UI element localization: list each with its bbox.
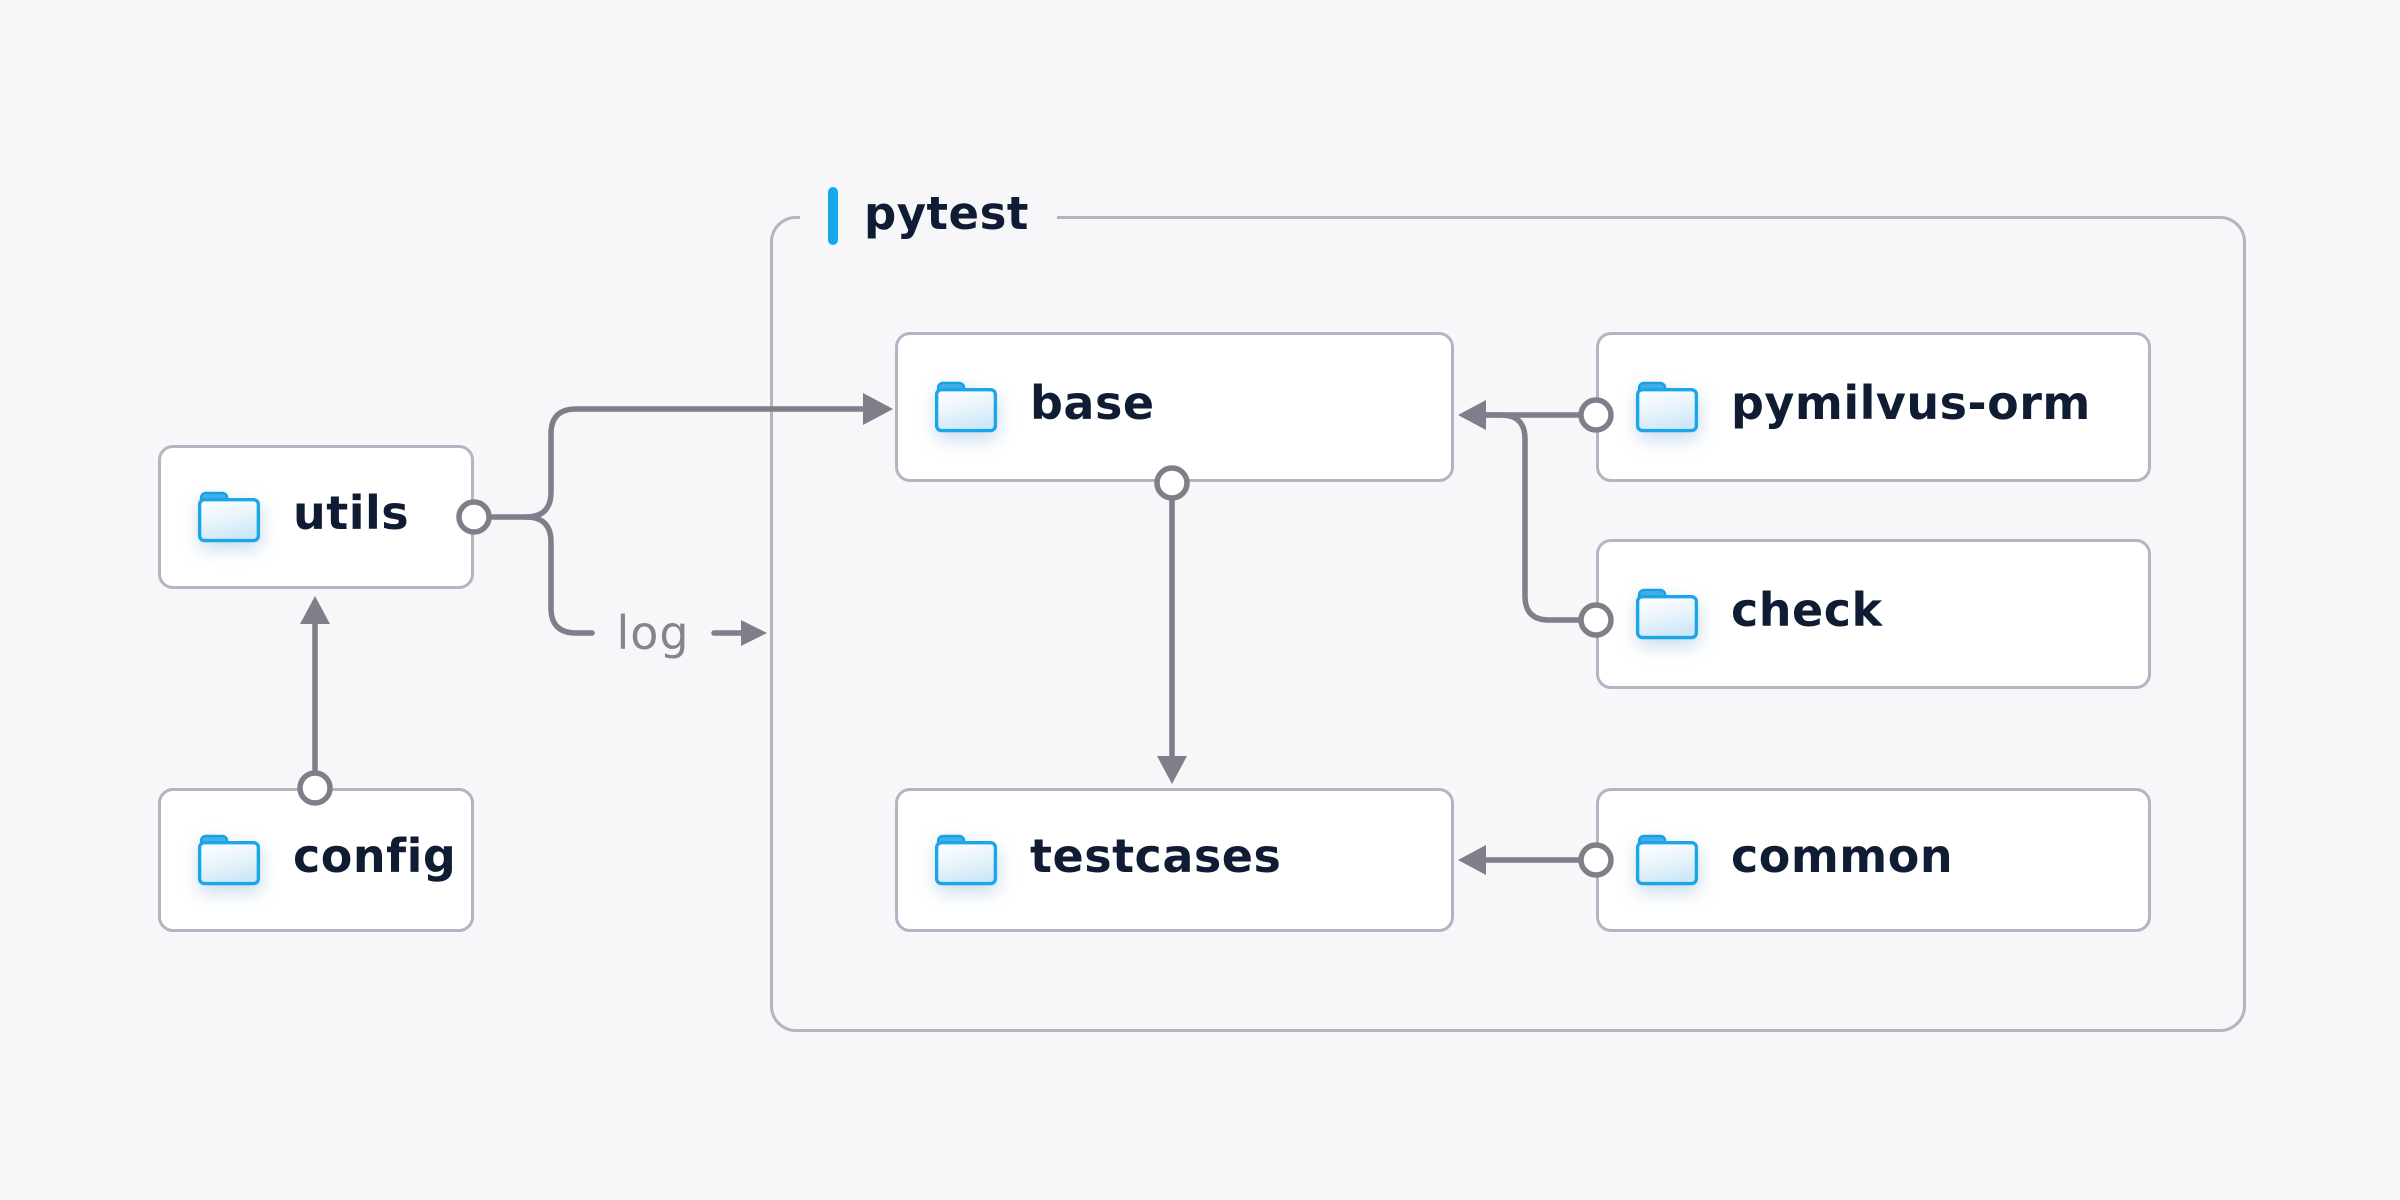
node-label: utils (293, 486, 410, 540)
node-label: base (1030, 376, 1155, 430)
folder-icon (1635, 834, 1699, 886)
arrowhead-into-utils (300, 596, 330, 624)
edge-label-log: log (616, 606, 690, 660)
node-label: config (293, 829, 457, 883)
node-pymilvus-orm: pymilvus-orm (1596, 332, 2151, 482)
folder-icon (197, 834, 261, 886)
pytest-group (770, 216, 2246, 1032)
pytest-group-label: pytest (800, 186, 1057, 246)
node-check: check (1596, 539, 2151, 689)
folder-icon (934, 381, 998, 433)
node-utils: utils (158, 445, 474, 589)
accent-bar-icon (828, 187, 838, 245)
folder-icon (934, 834, 998, 886)
node-label: check (1731, 583, 1883, 637)
node-testcases: testcases (895, 788, 1454, 932)
node-base: base (895, 332, 1454, 482)
folder-icon (197, 491, 261, 543)
edge-utils-log (523, 514, 595, 636)
node-label: testcases (1030, 829, 1282, 883)
node-config: config (158, 788, 474, 932)
arrowhead-log (741, 620, 767, 646)
node-label: common (1731, 829, 1954, 883)
node-label: pymilvus-orm (1731, 376, 2091, 430)
group-title: pytest (864, 186, 1029, 240)
folder-icon (1635, 588, 1699, 640)
folder-icon (1635, 381, 1699, 433)
node-common: common (1596, 788, 2151, 932)
